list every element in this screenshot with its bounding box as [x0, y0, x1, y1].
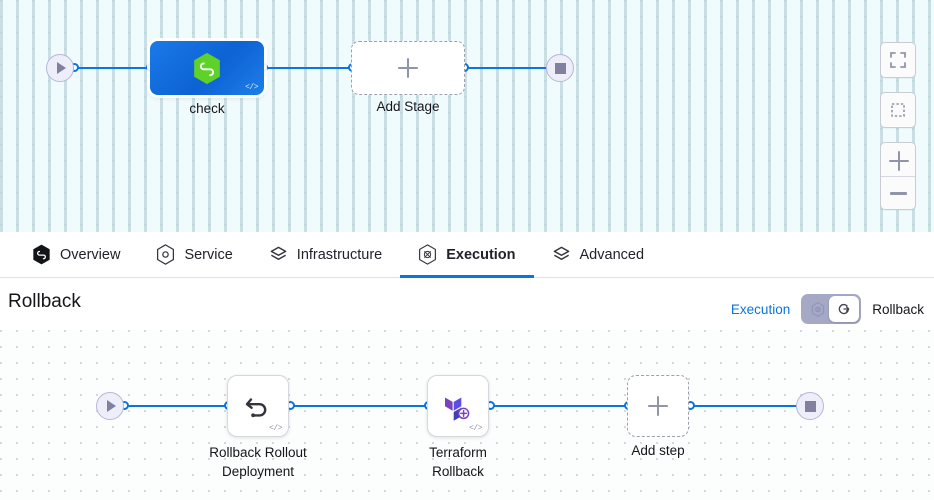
pipeline-end-node[interactable]: [546, 54, 574, 82]
undo-arrow-icon: [245, 398, 267, 418]
rollback-toggle-label[interactable]: Rollback: [872, 301, 924, 317]
service-hexagon-icon: [157, 244, 175, 265]
tab-label: Execution: [446, 246, 516, 263]
harness-hexagon-icon: [194, 52, 220, 84]
rollback-end-node[interactable]: [796, 392, 824, 420]
step-node-terraform-rollback[interactable]: </>: [427, 375, 489, 437]
tab-infrastructure[interactable]: Infrastructure: [251, 232, 400, 277]
zoom-in-button[interactable]: [881, 143, 915, 176]
tab-label: Service: [184, 246, 233, 263]
harness-hexagon-icon: [33, 244, 50, 265]
zoom-controls[interactable]: [880, 142, 916, 210]
edge-step1-to-step2: [290, 405, 490, 407]
selection-box-button[interactable]: [880, 92, 916, 128]
step-label-rollback-rollout-deployment: Rollback Rollout Deployment: [209, 445, 307, 479]
execution-rollback-switcher[interactable]: Execution Rollback: [731, 294, 924, 324]
terraform-icon: [445, 397, 470, 421]
tab-label: Overview: [60, 246, 121, 263]
execution-hexagon-icon: [811, 301, 824, 317]
stage-canvas[interactable]: </> check Add Stage: [0, 0, 934, 232]
edge-addstage-to-end: [458, 67, 558, 69]
play-icon: [107, 400, 116, 412]
rollback-circle-icon: [838, 303, 850, 315]
edge-start-to-check: [70, 67, 160, 69]
toggle-option-rollback[interactable]: [829, 296, 860, 322]
minus-icon: [889, 192, 907, 195]
zoom-divider: [881, 176, 915, 177]
rollback-start-node[interactable]: [96, 392, 124, 420]
stage-node-check[interactable]: </>: [150, 41, 264, 95]
toggle-option-execution[interactable]: [804, 297, 831, 321]
layers-icon: [270, 246, 287, 260]
stop-square-icon: [554, 62, 566, 74]
step-label-terraform-rollback: Terraform Rollback: [429, 445, 487, 479]
add-stage-label: Add Stage: [376, 99, 440, 114]
add-stage-button[interactable]: [351, 41, 465, 95]
canvas-grid-top: [0, 0, 934, 232]
zoom-out-button[interactable]: [881, 177, 915, 210]
page-title: Rollback: [8, 291, 81, 312]
stop-square-icon: [804, 400, 816, 412]
edge-addstep-to-end: [690, 405, 805, 407]
step-node-rollback-rollout-deployment[interactable]: </>: [227, 375, 289, 437]
stage-tabs[interactable]: Overview Service Infrastructure E: [0, 232, 934, 278]
tab-advanced[interactable]: Advanced: [534, 232, 663, 277]
add-step-button[interactable]: [627, 375, 689, 437]
selection-box-icon: [891, 103, 905, 117]
tab-execution[interactable]: Execution: [400, 232, 534, 278]
pipeline-start-node[interactable]: [46, 54, 74, 82]
execution-toggle-label[interactable]: Execution: [730, 301, 791, 317]
fullscreen-button[interactable]: [880, 42, 916, 78]
play-icon: [57, 62, 66, 74]
yaml-code-badge: </>: [269, 424, 282, 433]
yaml-code-badge: </>: [245, 83, 258, 92]
fullscreen-icon: [890, 52, 906, 68]
edge-step2-to-addstep: [490, 405, 630, 407]
edge-start-to-step1: [120, 405, 230, 407]
plus-icon: [398, 58, 418, 78]
tab-label: Advanced: [579, 246, 645, 263]
edge-check-to-addstage: [258, 67, 356, 69]
tab-overview[interactable]: Overview: [14, 232, 138, 277]
tab-label: Infrastructure: [296, 246, 383, 263]
rollback-header: Rollback Execution Ro: [0, 278, 934, 330]
stage-label-check: check: [189, 101, 225, 116]
rollback-canvas[interactable]: </> Rollback Rollout Deployment </> Terr…: [0, 330, 934, 500]
layers-icon: [553, 246, 569, 260]
execution-rollback-toggle[interactable]: [801, 294, 862, 324]
plus-icon: [648, 396, 668, 416]
plus-icon: [889, 150, 909, 171]
tab-service[interactable]: Service: [138, 232, 250, 277]
yaml-code-badge: </>: [469, 424, 482, 433]
execution-hexagon-icon: [419, 244, 437, 265]
add-step-label: Add step: [631, 443, 685, 458]
